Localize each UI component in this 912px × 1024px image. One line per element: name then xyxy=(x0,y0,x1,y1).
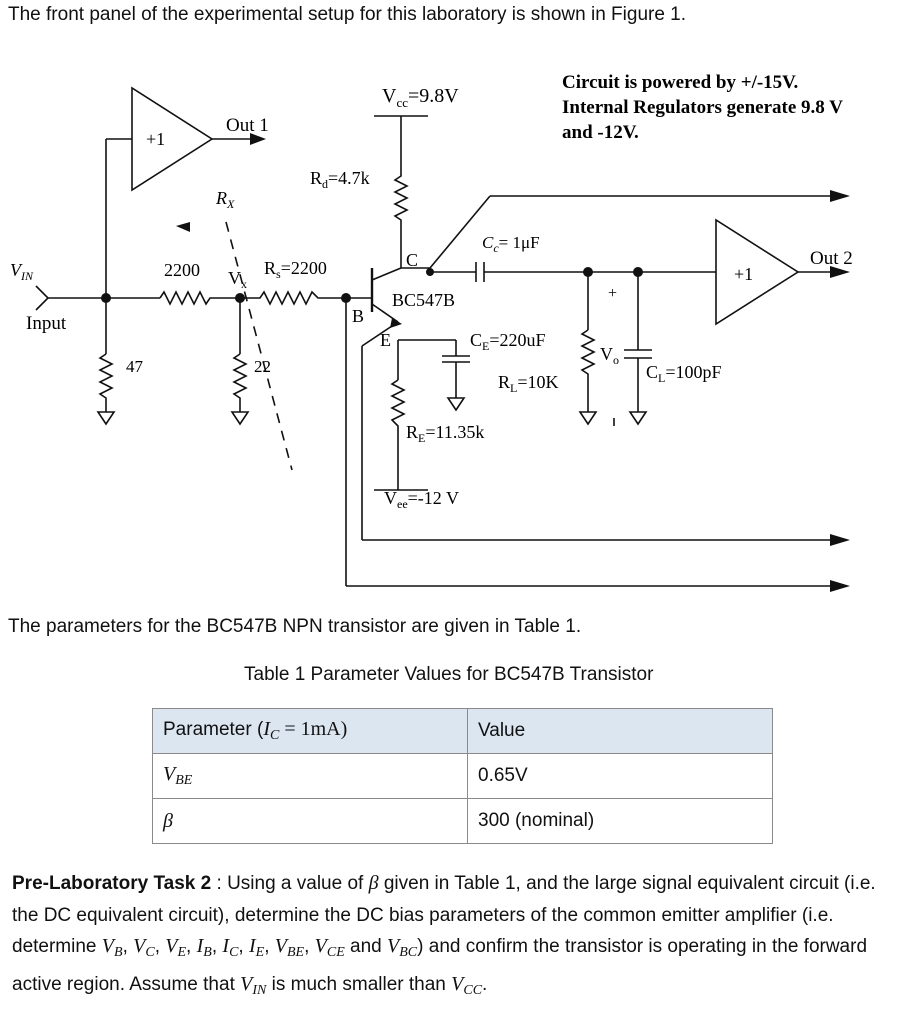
table-row: VBE 0.65V xyxy=(152,753,773,799)
input-connector xyxy=(35,285,50,311)
rs-value: =2200 xyxy=(281,258,327,278)
feed-to-out xyxy=(429,195,491,269)
ground-icon xyxy=(628,411,648,426)
row-param: β xyxy=(152,798,468,844)
vo-label: V xyxy=(600,344,613,364)
r2200-label: 2200 xyxy=(164,260,200,280)
ground-icon xyxy=(96,411,116,426)
emitter-label: E xyxy=(380,330,391,350)
svg-text:Vx: Vx xyxy=(228,268,247,291)
svg-text:Vee=-12 V: Vee=-12 V xyxy=(384,488,459,511)
rl-label: R xyxy=(498,372,510,392)
rl-resistor xyxy=(580,329,596,412)
intro-paragraph: The front panel of the experimental setu… xyxy=(8,4,687,25)
r47-label: 47 xyxy=(126,357,144,376)
ground-icon xyxy=(578,411,598,426)
cl-sub: L xyxy=(658,371,665,385)
cl-value: =100pF xyxy=(665,362,721,382)
note-line3: and -12V. xyxy=(562,122,639,143)
r22-resistor xyxy=(232,353,248,412)
svg-text:RX: RX xyxy=(215,188,235,211)
r2200-resistor xyxy=(159,290,248,306)
rx-dashed-line xyxy=(225,221,293,471)
circuit-figure: Vcc=9.8V Circuit is powered by +/-15V. I… xyxy=(10,72,853,592)
cc-sub: c xyxy=(493,241,499,255)
vx-sub: x xyxy=(241,277,247,291)
svg-text:Cc= 1μF: Cc= 1μF xyxy=(482,233,540,255)
buffer1-opamp xyxy=(131,86,214,192)
ce-sub: E xyxy=(482,339,489,353)
vx-label: V xyxy=(228,268,241,288)
table-row: β 300 (nominal) xyxy=(152,798,773,844)
table-header-row: Parameter (IC = 1mA) Value xyxy=(152,708,773,754)
buffer1-gain: +1 xyxy=(146,129,165,149)
rd-sub: d xyxy=(322,177,328,191)
out1-label: Out 1 xyxy=(226,115,269,136)
transistor-label: BC547B xyxy=(392,290,455,310)
re-resistor xyxy=(390,379,406,440)
vcc-value: =9.8V xyxy=(408,85,459,107)
svg-text:CL=100pF: CL=100pF xyxy=(646,362,722,385)
ground-icon xyxy=(446,397,466,412)
rl-sub: L xyxy=(510,381,517,395)
row-param: VBE xyxy=(152,753,468,799)
rd-label: R xyxy=(310,168,322,188)
params-paragraph: The parameters for the BC547B NPN transi… xyxy=(8,616,582,637)
rs-resistor xyxy=(248,290,346,306)
re-value: =11.35k xyxy=(425,422,484,442)
rx-sub: X xyxy=(226,197,235,211)
note-line2: Internal Regulators generate 9.8 V xyxy=(562,97,843,118)
vin-label: V xyxy=(10,260,23,280)
vcc-sub: cc xyxy=(396,95,408,110)
svg-text:CE=220uF: CE=220uF xyxy=(470,330,546,353)
vcc-label: V xyxy=(382,85,397,107)
task-title: Pre-Laboratory Task 2 xyxy=(12,873,212,894)
rd-value: =4.7k xyxy=(328,168,370,188)
parameter-table: Parameter (IC = 1mA) Value VBE 0.65V β 3… xyxy=(152,708,773,844)
header-value: Value xyxy=(467,708,773,754)
plus-label: + xyxy=(608,285,617,302)
cl-label: C xyxy=(646,362,658,382)
ce-value: =220uF xyxy=(489,330,545,350)
svg-text:Vo: Vo xyxy=(600,344,619,367)
rd-resistor xyxy=(393,168,409,240)
input-label: Input xyxy=(26,313,67,334)
vee-label: V xyxy=(384,488,397,508)
row-value: 0.65V xyxy=(467,753,773,799)
svg-text:Rs=2200: Rs=2200 xyxy=(264,258,327,281)
cc-label: C xyxy=(482,233,494,252)
cc-value: = 1μF xyxy=(499,233,540,252)
svg-text:RL=10K: RL=10K xyxy=(498,372,559,395)
header-parameter: Parameter (IC = 1mA) xyxy=(152,708,468,754)
vin-sub: IN xyxy=(20,269,34,283)
buffer2-gain: +1 xyxy=(734,264,753,284)
svg-text:VIN: VIN xyxy=(10,260,34,283)
rs-label: R xyxy=(264,258,276,278)
vee-sub: ee xyxy=(397,497,408,511)
out2-label: Out 2 xyxy=(810,248,853,269)
buffer2-opamp xyxy=(715,218,800,326)
svg-text:Rd=4.7k: Rd=4.7k xyxy=(310,168,370,191)
vo-sub: o xyxy=(613,353,619,367)
r22-label: 22 xyxy=(254,357,271,376)
re-label: R xyxy=(406,422,418,442)
table-caption: Table 1 Parameter Values for BC547B Tran… xyxy=(244,664,654,685)
base-label: B xyxy=(352,306,364,326)
note-line1: Circuit is powered by +/-15V. xyxy=(562,72,798,93)
collector-label: C xyxy=(406,250,418,270)
svg-text:RE=11.35k: RE=11.35k xyxy=(406,422,484,445)
vee-value: =-12 V xyxy=(408,488,459,508)
re-sub: E xyxy=(418,431,425,445)
row-value: 300 (nominal) xyxy=(467,798,773,844)
rl-value: =10K xyxy=(517,372,558,392)
rx-label: R xyxy=(215,188,227,208)
ce-label: C xyxy=(470,330,482,350)
r47-resistor xyxy=(98,353,114,412)
svg-text:Vcc=9.8V: Vcc=9.8V xyxy=(382,85,459,110)
rs-sub: s xyxy=(276,267,281,281)
ground-icon xyxy=(230,411,250,426)
task-paragraph: Pre-Laboratory Task 2 : Using a value of… xyxy=(12,872,876,998)
